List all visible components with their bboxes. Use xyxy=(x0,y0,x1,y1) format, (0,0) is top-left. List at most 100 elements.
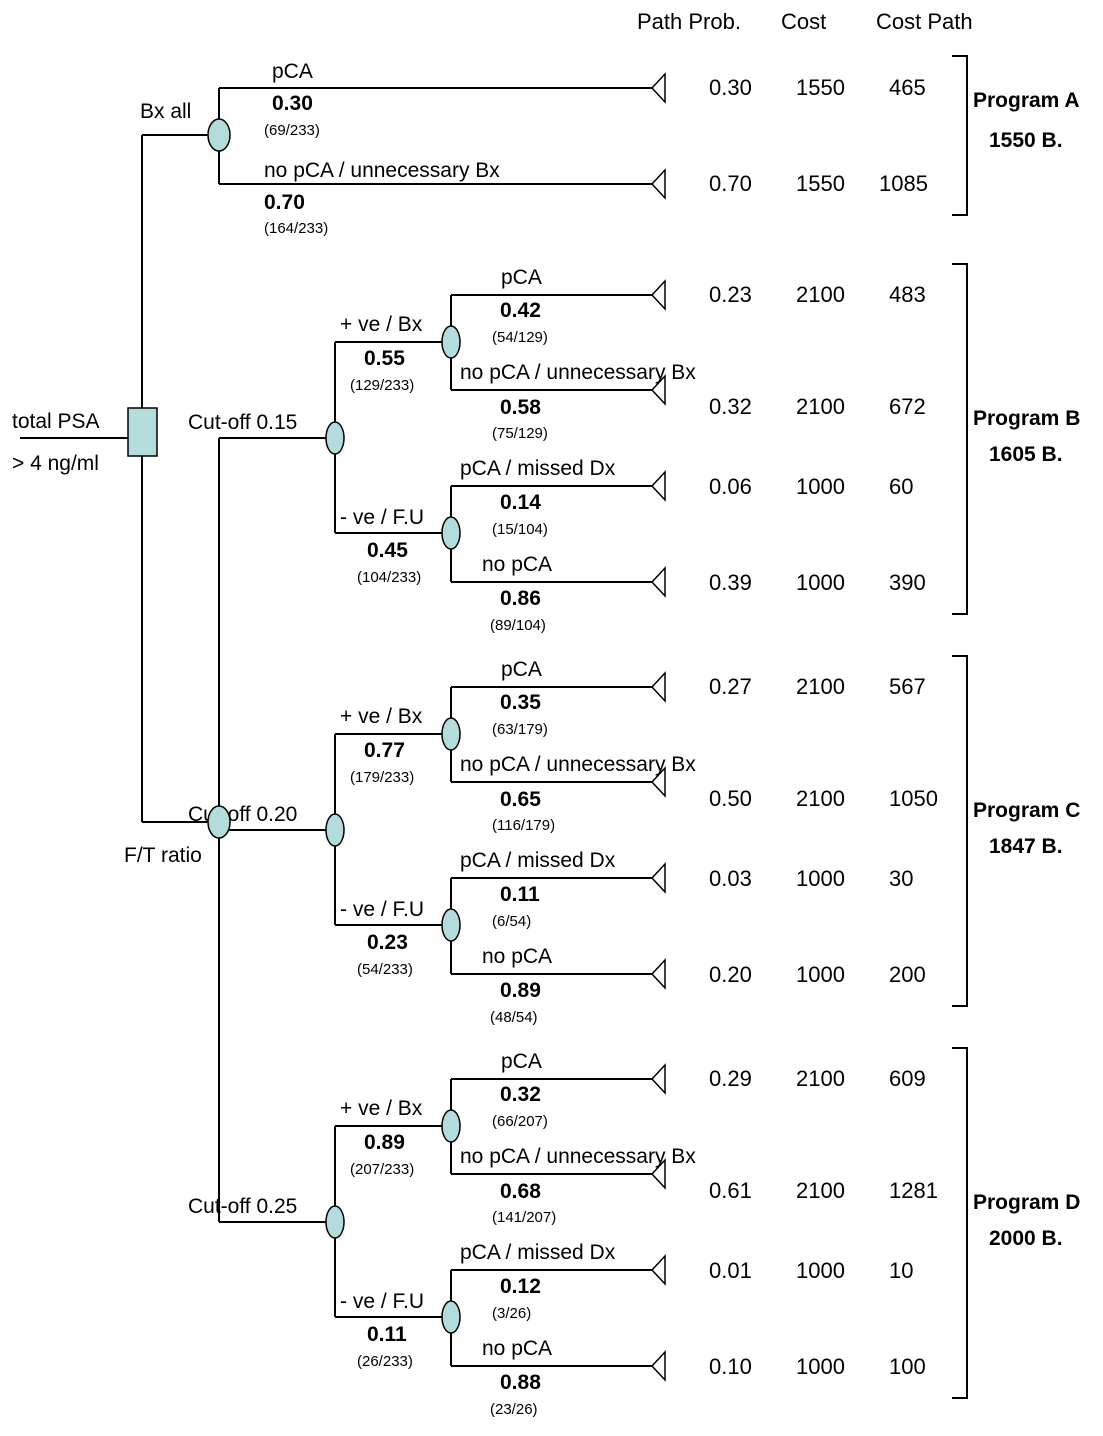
pos-label-c: + ve / Bx xyxy=(340,705,423,728)
cost-value: 1000 xyxy=(796,962,845,987)
path-prob-value: 0.39 xyxy=(709,570,752,595)
header-cost-path: Cost Path xyxy=(876,9,973,34)
chance-node-a xyxy=(207,118,231,152)
cost-path-value: 390 xyxy=(889,570,926,595)
neg-prob-d: 0.11 xyxy=(367,1323,407,1346)
program-total-b: 1605 B. xyxy=(989,443,1063,466)
program-name-b: Program B xyxy=(973,407,1080,430)
branch-prob-a-pca: 0.30 xyxy=(272,92,313,115)
leaf-prob: 0.86 xyxy=(500,587,541,610)
cost-path-value: 30 xyxy=(889,866,913,891)
chance-node-cutoff-c xyxy=(325,813,345,847)
terminal-node xyxy=(650,566,666,598)
cost-path-value: 567 xyxy=(889,674,926,699)
path-prob-value: 0.23 xyxy=(709,282,752,307)
leaf-prob: 0.35 xyxy=(500,691,541,714)
leaf-frac: (66/207) xyxy=(492,1113,548,1130)
cost-value: 2100 xyxy=(796,786,845,811)
path-prob-value: 0.70 xyxy=(709,171,752,196)
cost-path-value: 1050 xyxy=(889,786,938,811)
pos-prob-d: 0.89 xyxy=(364,1131,405,1154)
path-prob-value: 0.50 xyxy=(709,786,752,811)
root-label-total-psa: total PSA xyxy=(12,410,100,433)
branch-frac-a-pca: (69/233) xyxy=(264,122,320,139)
cost-value: 1000 xyxy=(796,570,845,595)
cost-value: 1000 xyxy=(796,1354,845,1379)
pos-frac-b: (129/233) xyxy=(350,377,414,394)
neg-frac-d: (26/233) xyxy=(357,1353,413,1370)
cost-value: 2100 xyxy=(796,282,845,307)
terminal-node xyxy=(650,1063,666,1095)
branch-label-a-nopca: no pCA / unnecessary Bx xyxy=(264,159,500,182)
chance-node-cutoff-b xyxy=(325,421,345,455)
terminal-node xyxy=(650,671,666,703)
leaf-label: pCA xyxy=(501,266,542,289)
pos-label-d: + ve / Bx xyxy=(340,1097,423,1120)
leaf-label: pCA xyxy=(501,1050,542,1073)
neg-label-d: - ve / F.U xyxy=(340,1290,424,1313)
leaf-frac: (15/104) xyxy=(492,521,548,538)
leaf-prob: 0.68 xyxy=(500,1180,541,1203)
leaf-frac: (116/179) xyxy=(492,817,555,834)
path-prob-value: 0.61 xyxy=(709,1178,752,1203)
cost-value: 2100 xyxy=(796,1066,845,1091)
terminal-node xyxy=(650,958,666,990)
cost-path-value: 60 xyxy=(889,474,913,499)
path-prob-value: 0.32 xyxy=(709,394,752,419)
leaf-frac: (89/104) xyxy=(490,617,546,634)
leaf-label: no pCA xyxy=(482,1337,552,1360)
neg-prob-c: 0.23 xyxy=(367,931,408,954)
cost-path-value: 483 xyxy=(889,282,926,307)
cost-path-value: 200 xyxy=(889,962,926,987)
path-prob-value: 0.30 xyxy=(709,75,752,100)
terminal-node xyxy=(650,1158,666,1190)
leaf-frac: (23/26) xyxy=(490,1401,538,1418)
program-bracket-b xyxy=(952,263,968,615)
chance-node-neg-c xyxy=(441,908,461,942)
terminal-node xyxy=(650,374,666,406)
terminal-node xyxy=(650,1254,666,1286)
pos-prob-c: 0.77 xyxy=(364,739,405,762)
leaf-frac: (3/26) xyxy=(492,1305,531,1322)
leaf-prob: 0.11 xyxy=(500,883,540,906)
program-total-a: 1550 B. xyxy=(989,129,1063,152)
program-name-d: Program D xyxy=(973,1191,1080,1214)
cost-value: 2100 xyxy=(796,394,845,419)
path-prob-value: 0.03 xyxy=(709,866,752,891)
cutoff-label-b: Cut-off 0.15 xyxy=(188,411,297,434)
pos-label-b: + ve / Bx xyxy=(340,313,423,336)
neg-label-b: - ve / F.U xyxy=(340,506,424,529)
neg-label-c: - ve / F.U xyxy=(340,898,424,921)
leaf-label: no pCA / unnecessary Bx xyxy=(460,753,696,776)
path-prob-value: 0.06 xyxy=(709,474,752,499)
leaf-label: pCA / missed Dx xyxy=(460,849,616,872)
program-bracket-a xyxy=(952,55,968,216)
leaf-prob: 0.58 xyxy=(500,396,541,419)
leaf-label: pCA xyxy=(501,658,542,681)
cost-path-value: 465 xyxy=(889,75,926,100)
leaf-label: pCA / missed Dx xyxy=(460,457,616,480)
chance-node-neg-d xyxy=(441,1300,461,1334)
leaf-prob: 0.89 xyxy=(500,979,541,1002)
leaf-prob: 0.65 xyxy=(500,788,541,811)
cost-path-value: 609 xyxy=(889,1066,926,1091)
cost-value: 2100 xyxy=(796,674,845,699)
cutoff-label-c: Cut-off 0.20 xyxy=(188,803,297,826)
branch-prob-a-nopca: 0.70 xyxy=(264,191,305,214)
header-path-prob: Path Prob. xyxy=(637,9,741,34)
cost-path-value: 672 xyxy=(889,394,926,419)
leaf-prob: 0.14 xyxy=(500,491,541,514)
terminal-node xyxy=(650,72,666,104)
program-total-d: 2000 B. xyxy=(989,1227,1063,1250)
terminal-node xyxy=(650,470,666,502)
path-prob-value: 0.29 xyxy=(709,1066,752,1091)
program-groups: Cut-off 0.15+ ve / Bx0.55(129/233)- ve /… xyxy=(188,263,1080,1418)
neg-prob-b: 0.45 xyxy=(367,539,408,562)
leaf-label: no pCA / unnecessary Bx xyxy=(460,1145,696,1168)
cutoff-label-d: Cut-off 0.25 xyxy=(188,1195,297,1218)
chance-node-pos-d xyxy=(441,1109,461,1143)
terminal-node xyxy=(650,168,666,200)
terminal-node xyxy=(650,766,666,798)
chance-node-ft xyxy=(207,805,231,839)
